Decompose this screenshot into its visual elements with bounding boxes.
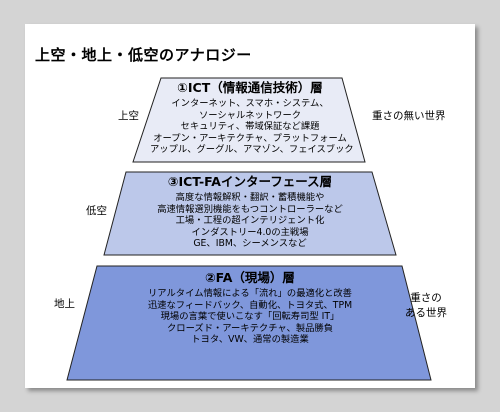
tier-middle-heading: ③ICT-FAインターフェース層 — [167, 174, 333, 189]
tier-bottom-line: 迅速なフィードバック、自動化、トヨタ式、TPM — [147, 299, 353, 311]
tier-bottom-shape — [66, 265, 432, 381]
tier-top-line: アップル、グーグル、アマゾン、フェイスブック — [150, 144, 354, 156]
tier-middle-line: 工場・工程の超インテリジェント化 — [175, 215, 325, 227]
tier-top-heading: ①ICT（情報通信技術）層 — [177, 80, 323, 95]
tier-middle-left-label: 低空 — [86, 205, 107, 217]
tier-bottom-right-line: ある世界 — [405, 307, 447, 319]
tier-top-text: ①ICT（情報通信技術）層 インターネット、スマホ・システム、 ソーシャルネット… — [150, 80, 354, 156]
tier-top-line: ソーシャルネットワーク — [198, 109, 302, 121]
tier-middle-line: 高速情報選別機能をもつコントローラーなど — [157, 203, 343, 215]
tier-middle-line: GE、IBM、シーメンスなど — [193, 238, 307, 250]
tier-bottom-line: 現場の言葉で使いこなす「回転寿司型 IT」 — [160, 311, 340, 323]
tier-bottom-line: リアルタイム情報による「流れ」の最適化と改善 — [148, 288, 352, 299]
tier-middle-line: インダストリー4.0の主戦場 — [191, 226, 309, 238]
tier-bottom-text: ②FA（現場）層 リアルタイム情報による「流れ」の最適化と改善 迅速なフィードバ… — [115, 270, 385, 346]
tier-top-line: インターネット、スマホ・システム、 — [171, 98, 329, 109]
tier-bottom-line: トヨタ、VW、通常の製造業 — [191, 334, 309, 346]
tier-bottom-line: クローズド・アーキテクチャ、製品勝負 — [166, 322, 334, 334]
tier-bottom-right-line: 重さの — [410, 292, 442, 304]
tier-bottom-heading: ②FA（現場）層 — [205, 270, 295, 285]
tier-top-line: セキュリティ、帯域保証など課題 — [180, 121, 320, 133]
tier-top-shape — [132, 77, 366, 163]
tier-bottom-left-label: 地上 — [54, 298, 75, 310]
tier-top-line: オープン・アーキテクチャ、プラットフォーム — [153, 132, 347, 144]
tier-bottom-right-label: 重さの ある世界 — [396, 290, 456, 320]
diagram-title: 上空・地上・低空のアナロジー — [35, 46, 252, 64]
tier-middle-text: ③ICT-FAインターフェース層 高度な情報解釈・翻訳・蓄積機能や 高速情報選別… — [130, 174, 370, 250]
tier-top-left-label: 上空 — [118, 110, 139, 122]
tier-middle-shape — [103, 171, 397, 256]
tier-middle-line: 高度な情報解釈・翻訳・蓄積機能や — [175, 192, 325, 203]
tier-top-right-label: 重さの無い世界 — [372, 110, 446, 122]
